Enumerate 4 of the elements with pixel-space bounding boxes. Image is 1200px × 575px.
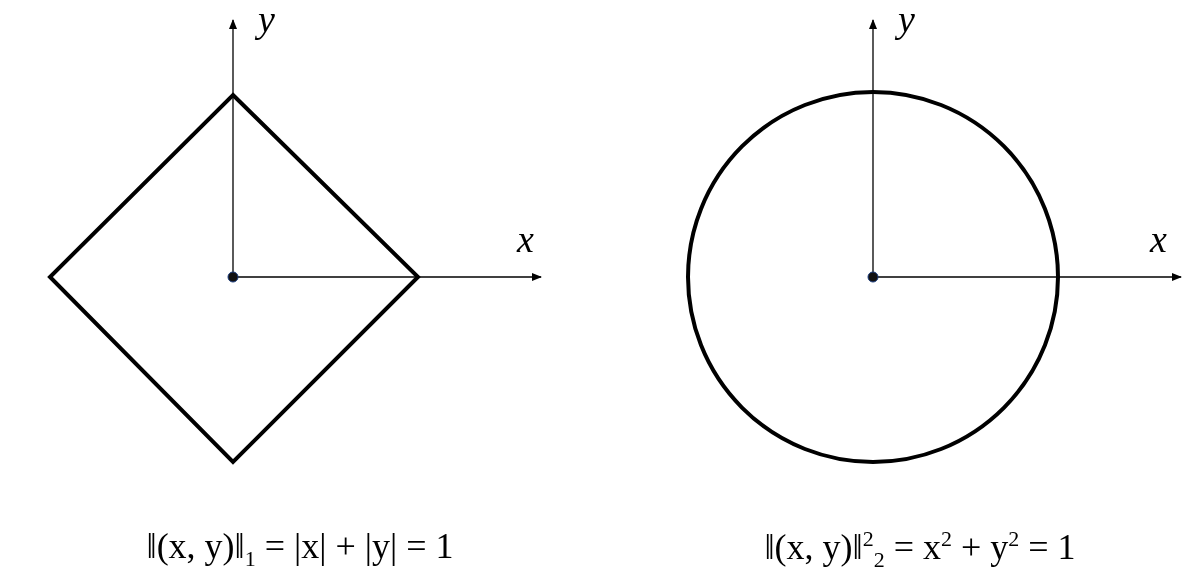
formula: ‖(x, y)‖$_{1}$ = |x| + |y| = 1 (146, 528, 454, 571)
axis-label: x (1150, 220, 1167, 258)
axis-label: x (517, 220, 534, 258)
formula: ‖(x, y)‖$^{2}$$_{2}$ = x$^{2}$ + y$^{2}$ = 1 (764, 528, 1076, 572)
